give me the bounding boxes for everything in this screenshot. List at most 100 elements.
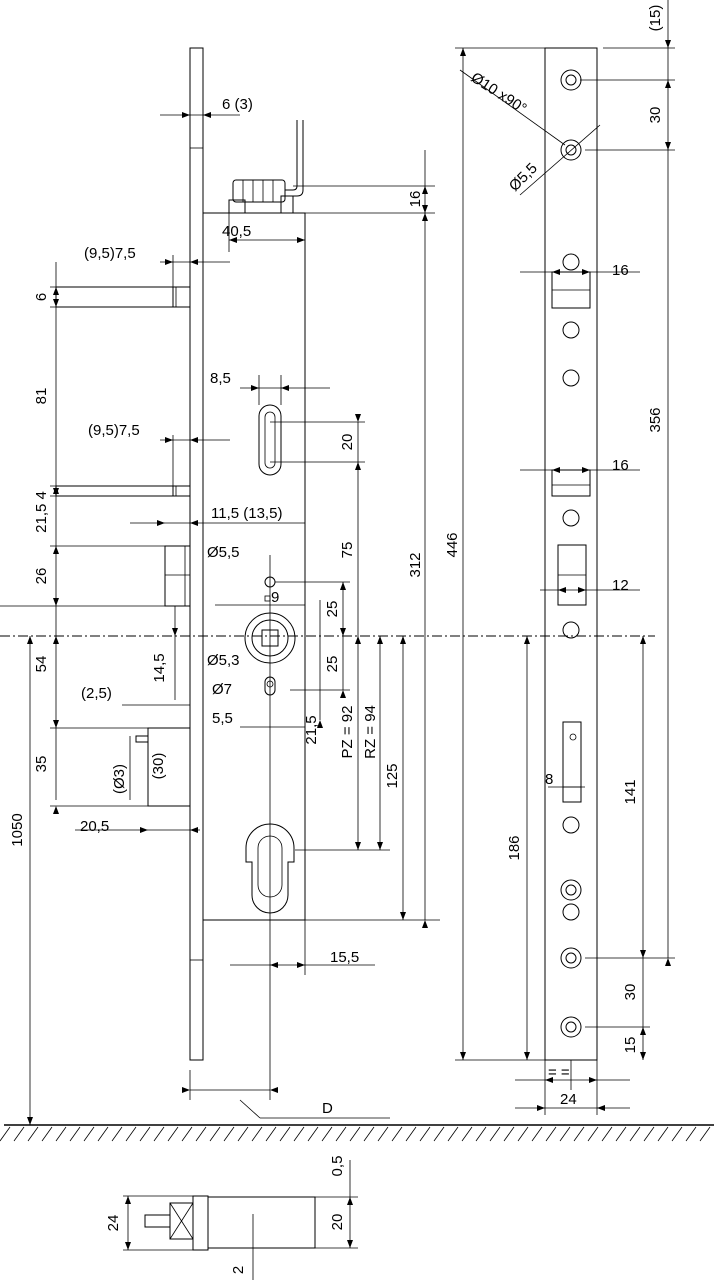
dimension-arrowhead — [347, 1240, 353, 1248]
dimension-arrowhead — [53, 636, 59, 644]
hatch-stroke — [503, 1126, 515, 1142]
dimension-arrowhead — [640, 636, 646, 644]
dim-hole-7: Ø7 — [212, 681, 232, 698]
dim-d-3: (Ø3) — [111, 764, 128, 794]
dimension-arrowhead — [125, 1242, 131, 1250]
dim-1050: 1050 — [9, 813, 26, 846]
dimension-arrowhead — [665, 40, 671, 48]
hatch-stroke — [419, 1126, 431, 1142]
hatch-stroke — [209, 1126, 221, 1142]
dimension-arrowhead — [597, 1105, 605, 1111]
dim-75: 75 — [339, 542, 356, 559]
dim-bolt-offset-b: (9,5)7,5 — [88, 422, 140, 439]
hatch-stroke — [0, 1126, 11, 1142]
dimension-arrowhead — [53, 720, 59, 728]
dimension-arrowhead — [377, 636, 383, 644]
dim-125: 125 — [384, 763, 401, 788]
dim-21-5-4: 21,5 4 — [33, 491, 50, 533]
dimension-arrowhead — [53, 488, 59, 496]
dim-b-2: 2 — [230, 1266, 247, 1274]
dim-slot-8-5: 8,5 — [210, 370, 231, 387]
dim-csk: Ø10 x90° — [468, 69, 530, 117]
hatch-stroke — [293, 1126, 305, 1142]
dim-thickness: 6 (3) — [222, 96, 253, 113]
dimension-arrowhead — [317, 720, 323, 728]
dimension-arrowhead — [157, 520, 165, 526]
dim-r-186: 186 — [506, 835, 523, 860]
hatch-stroke — [363, 1126, 375, 1142]
arrowheads — [27, 40, 671, 1250]
hatch-stroke — [405, 1126, 417, 1142]
dim-r-24: 24 — [560, 1091, 577, 1108]
dimension-arrowhead — [578, 587, 586, 593]
dimension-arrowhead — [422, 213, 428, 221]
dim-b-20: 20 — [329, 1214, 346, 1231]
dimension-arrowhead — [53, 806, 59, 814]
dimension-arrowhead — [665, 142, 671, 150]
dimension-arrowhead — [229, 237, 237, 243]
dim-top-offset: (15) — [647, 5, 664, 32]
dim-sq-9: 9 — [271, 589, 279, 606]
dimension-arrowhead — [165, 259, 173, 265]
dimension-arrowhead — [182, 1087, 190, 1093]
hatch-stroke — [223, 1126, 235, 1142]
dim-30-paren: (30) — [150, 753, 167, 780]
section-view — [123, 1160, 358, 1280]
hatch-stroke — [573, 1126, 585, 1142]
dim-r-15: 15 — [622, 1037, 639, 1054]
dimension-arrowhead — [53, 287, 59, 295]
hatch-stroke — [685, 1126, 697, 1142]
dim-r-8: 8 — [545, 771, 553, 788]
hatch-stroke — [237, 1126, 249, 1142]
dim-21-5: 21,5 — [303, 715, 320, 744]
dimension-arrowhead — [203, 112, 211, 118]
dimension-arrowhead — [460, 1052, 466, 1060]
hatch-stroke — [139, 1126, 151, 1142]
dimension-arrowhead — [251, 385, 259, 391]
dimension-arrowhead — [400, 912, 406, 920]
dim-15-5: 15,5 — [330, 949, 359, 966]
dim-25b: 25 — [324, 656, 341, 673]
dimension-arrowhead — [558, 587, 566, 593]
hatch-stroke — [517, 1126, 529, 1142]
dimension-arrowhead — [340, 628, 346, 636]
hatch-stroke — [531, 1126, 543, 1142]
dim-2-5: (2,5) — [81, 685, 112, 702]
dimension-arrowhead — [355, 414, 361, 422]
hatch-stroke — [629, 1126, 641, 1142]
dimension-arrowhead — [460, 48, 466, 56]
dimension-arrowhead — [53, 546, 59, 554]
dimension-arrowhead — [281, 385, 289, 391]
dimension-arrowhead — [422, 920, 428, 928]
hatch-stroke — [69, 1126, 81, 1142]
dimension-arrowhead — [377, 842, 383, 850]
bolt-a — [55, 286, 191, 308]
hatch-stroke — [97, 1126, 109, 1142]
cable — [228, 120, 304, 214]
dim-offset-11-5: 11,5 (13,5) — [211, 505, 282, 522]
lock-case — [202, 212, 306, 921]
hatch-stroke — [167, 1126, 179, 1142]
dimension-arrowhead — [172, 628, 178, 636]
dimension-arrowhead — [524, 1052, 530, 1060]
hatch-stroke — [699, 1126, 711, 1142]
hatch-stroke — [181, 1126, 193, 1142]
dimension-arrowhead — [665, 80, 671, 88]
dimension-arrowhead — [545, 1077, 553, 1083]
dimension-arrowhead — [422, 205, 428, 213]
dimension-arrowhead — [27, 636, 33, 644]
dim-r-16a: 16 — [612, 262, 629, 279]
dim-35: 35 — [33, 756, 50, 773]
dimension-arrowhead — [355, 636, 361, 644]
dimension-arrowhead — [640, 950, 646, 958]
hatch-stroke — [195, 1126, 207, 1142]
dim-slot-20: 20 — [339, 434, 356, 451]
dim-r-356: 356 — [647, 407, 664, 432]
hatch-stroke — [321, 1126, 333, 1142]
dim-bolt-offset-a: (9,5)7,5 — [84, 245, 136, 262]
dim-bolt-h-6: 6 — [33, 293, 50, 301]
hatch-stroke — [433, 1126, 445, 1142]
hatch-stroke — [377, 1126, 389, 1142]
hatch-stroke — [335, 1126, 347, 1142]
dim-spacing-81: 81 — [33, 388, 50, 405]
